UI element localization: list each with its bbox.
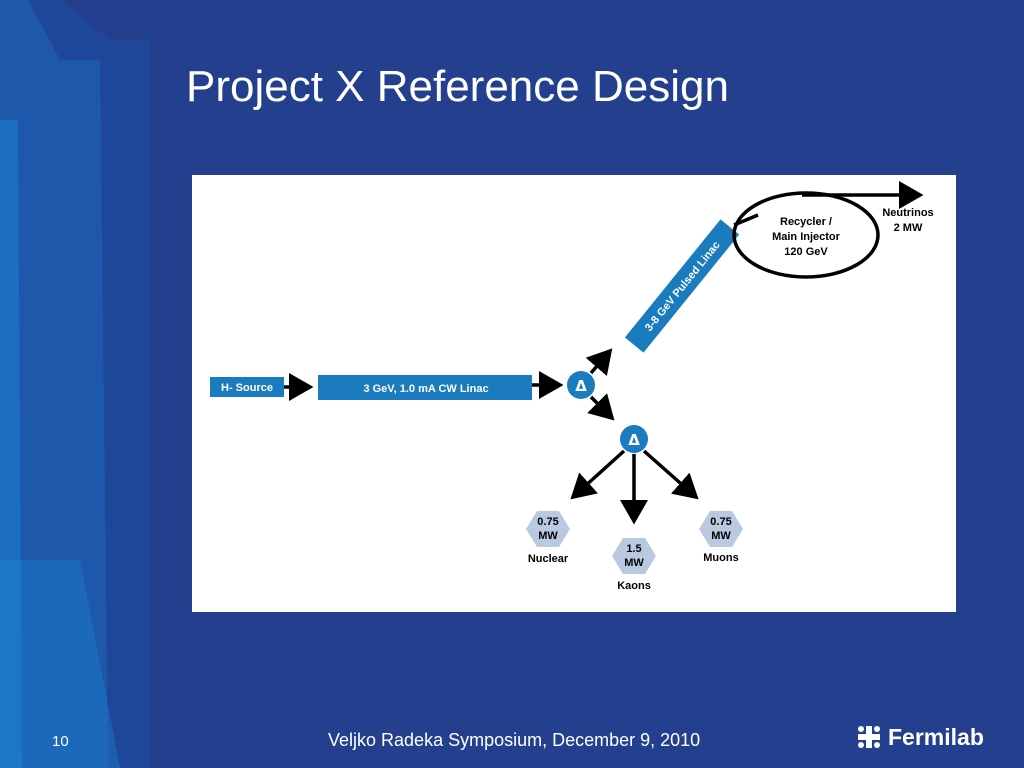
muons-node: 0.75 MW Muons [699,511,743,564]
split2-to-nuclear-arrow [570,449,626,500]
split-node-1-symbol: Δ [575,377,587,395]
ring-line-3: 120 GeV [784,246,828,258]
diagram-panel: H- Source 3 GeV, 1.0 mA CW Linac Δ 3-8 G… [192,175,956,612]
cw-linac-label: 3 GeV, 1.0 mA CW Linac [363,383,488,395]
split-node-1: Δ [567,371,595,399]
split-node-2: Δ [620,425,648,453]
slide-title: Project X Reference Design [186,62,729,111]
fermilab-mark-icon [858,726,880,748]
page-number: 10 [52,733,69,750]
nuclear-node: 0.75 MW Nuclear [526,511,570,565]
ring-line-1: Recycler / [780,216,832,228]
pulsed-linac-label: 3-8 GeV Pulsed Linac [643,239,723,333]
muons-power-unit: MW [711,530,731,542]
recycler-ring: Recycler / Main Injector 120 GeV [732,191,880,279]
ring-line-2: Main Injector [772,231,841,243]
muons-power-value: 0.75 [710,516,731,528]
split-node-2-symbol: Δ [628,431,640,449]
split1-to-pulsed-arrow [585,348,613,377]
split2-to-muons-arrow [642,449,699,500]
split1-to-split2-arrow [587,393,615,421]
fermilab-logo-text: Fermilab [888,723,984,750]
kaons-node: 1.5 MW Kaons [612,538,656,592]
cw-linac-box: 3 GeV, 1.0 mA CW Linac [318,375,532,400]
kaons-label: Kaons [617,580,651,592]
fermilab-logo: Fermilab [856,722,984,752]
kaons-power-value: 1.5 [626,543,641,555]
h-source-label: H- Source [221,382,273,394]
pulsed-linac-box: 3-8 GeV Pulsed Linac [624,219,740,353]
nuclear-power-unit: MW [538,530,558,542]
diagram-svg: H- Source 3 GeV, 1.0 mA CW Linac Δ 3-8 G… [210,181,934,592]
nuclear-label: Nuclear [528,553,569,565]
neutrinos-line-2: 2 MW [894,222,923,234]
neutrinos-line-1: Neutrinos [882,207,933,219]
nuclear-power-value: 0.75 [537,516,558,528]
h-source-box: H- Source [210,377,284,397]
footer-text: Veljko Radeka Symposium, December 9, 201… [328,730,701,750]
kaons-power-unit: MW [624,557,644,569]
muons-label: Muons [703,552,738,564]
